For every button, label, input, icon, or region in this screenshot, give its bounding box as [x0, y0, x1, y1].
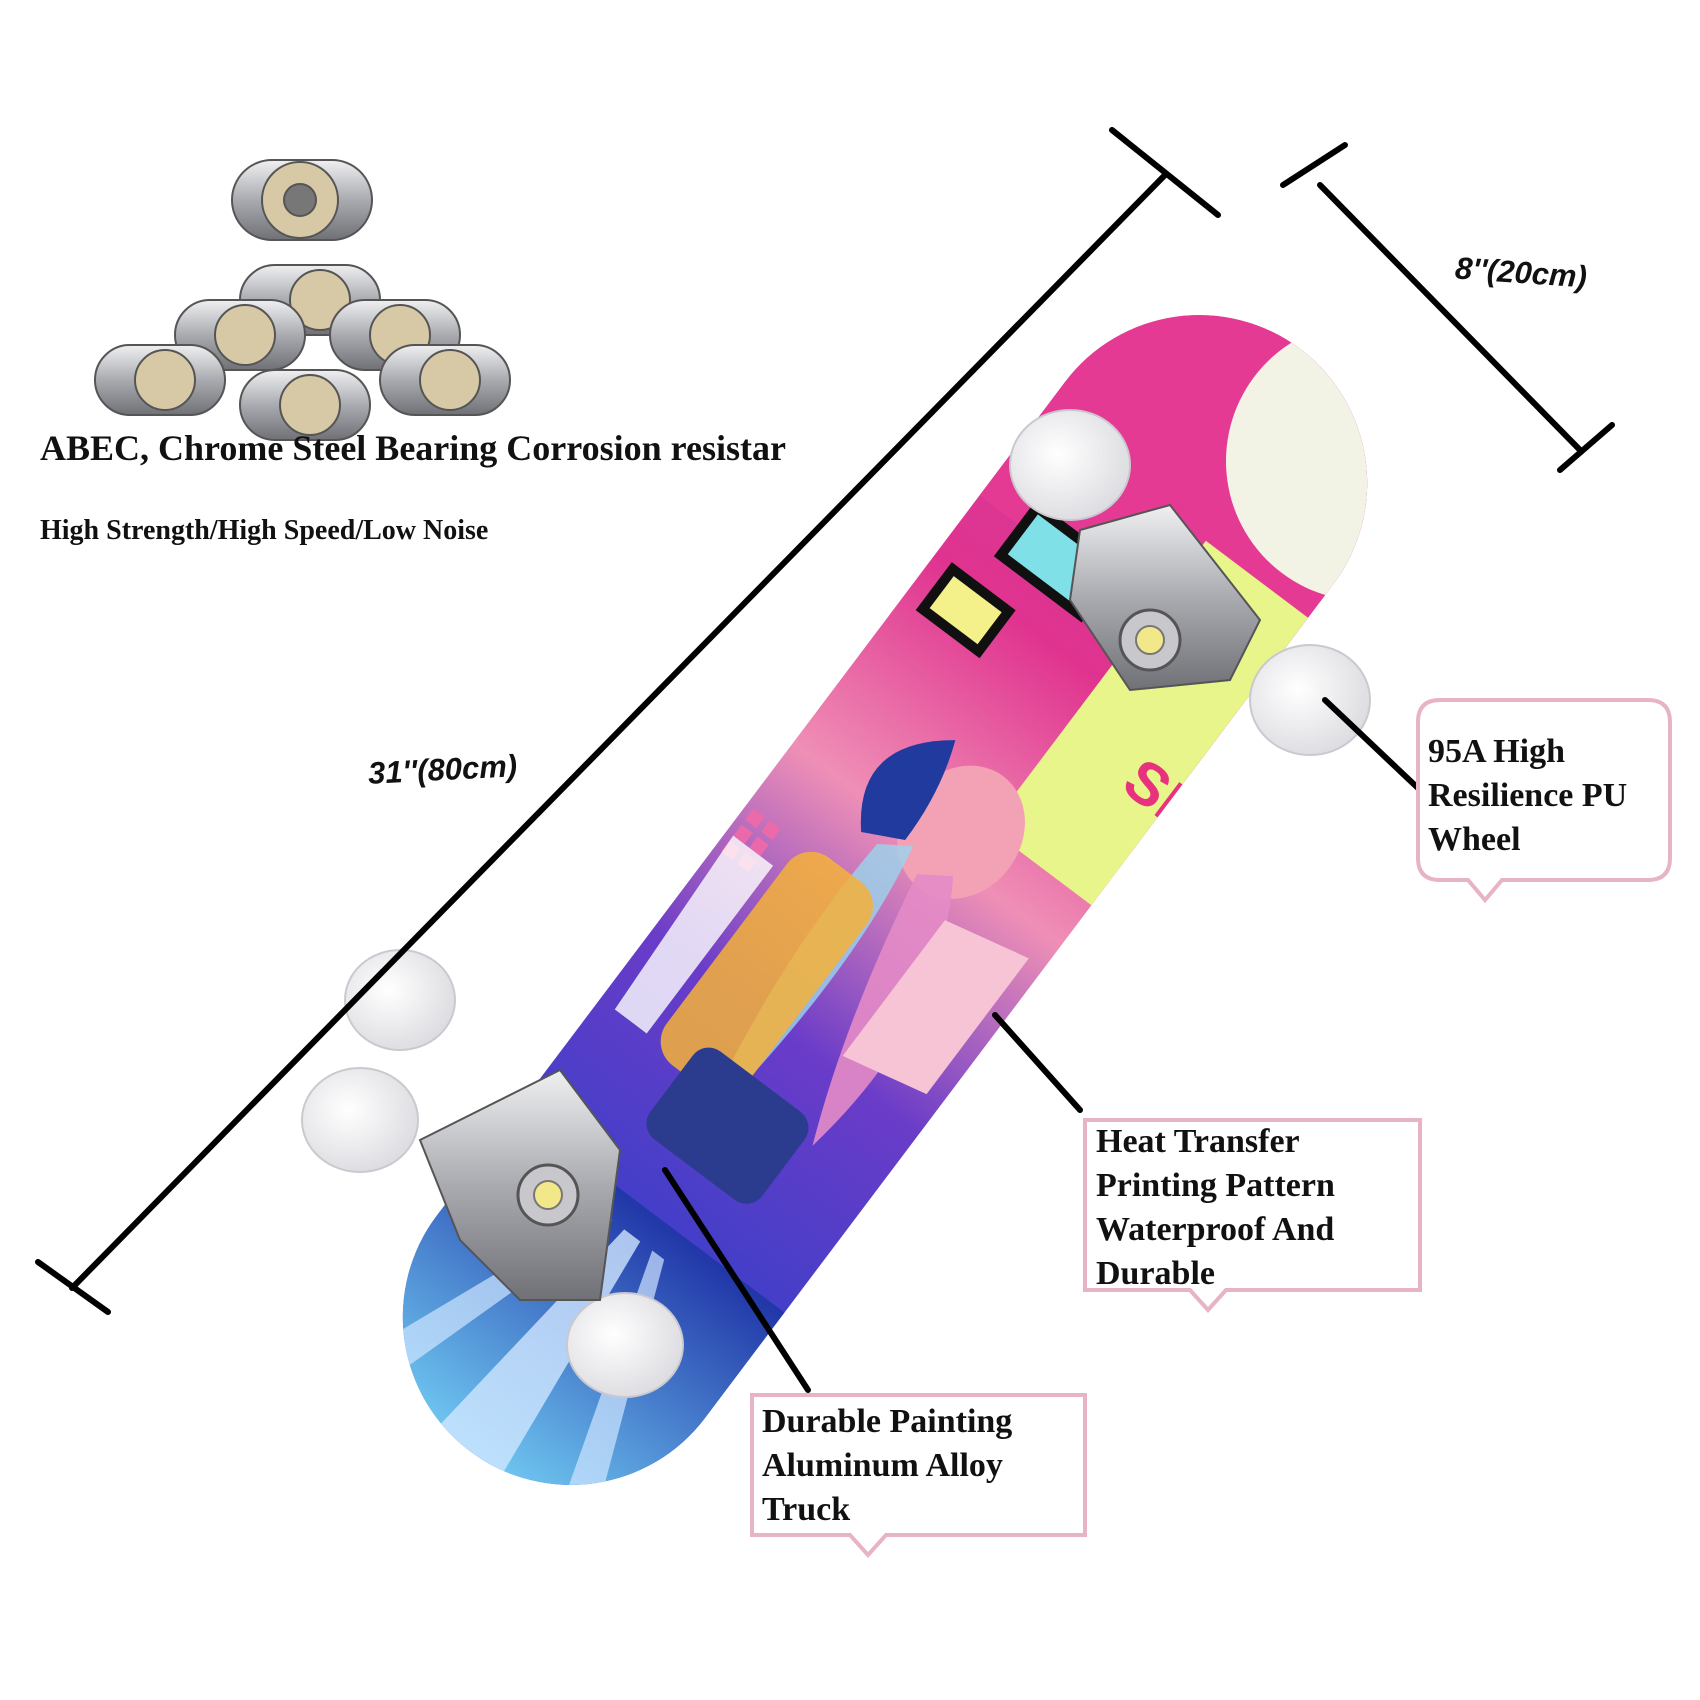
- rear-wheel-3: [566, 1292, 684, 1398]
- front-truck: [1009, 409, 1371, 756]
- bearing-subtitle: High Strength/High Speed/Low Noise: [40, 515, 489, 546]
- printing-callout: Heat Transfer Printing Pattern Waterproo…: [1096, 1123, 1335, 1292]
- bearings-stack-image: [94, 159, 511, 441]
- rear-left-wheel: [344, 949, 456, 1051]
- bearing-title: ABEC, Chrome Steel Bearing Corrosion res…: [40, 428, 786, 468]
- front-wheel-1: [1009, 409, 1131, 521]
- truck-callout: Durable Painting Aluminum Alloy Truck: [762, 1403, 1013, 1528]
- callout-boxes: [750, 698, 1672, 1558]
- callout-leaders: [662, 697, 1423, 1393]
- rear-wheel-2: [301, 1067, 419, 1173]
- front-wheel-2: [1249, 644, 1371, 756]
- dimension-lines: [35, 127, 1615, 1315]
- wheel-callout: 95A High Resilience PU Wheel: [1428, 733, 1628, 858]
- rear-truck: [301, 949, 684, 1398]
